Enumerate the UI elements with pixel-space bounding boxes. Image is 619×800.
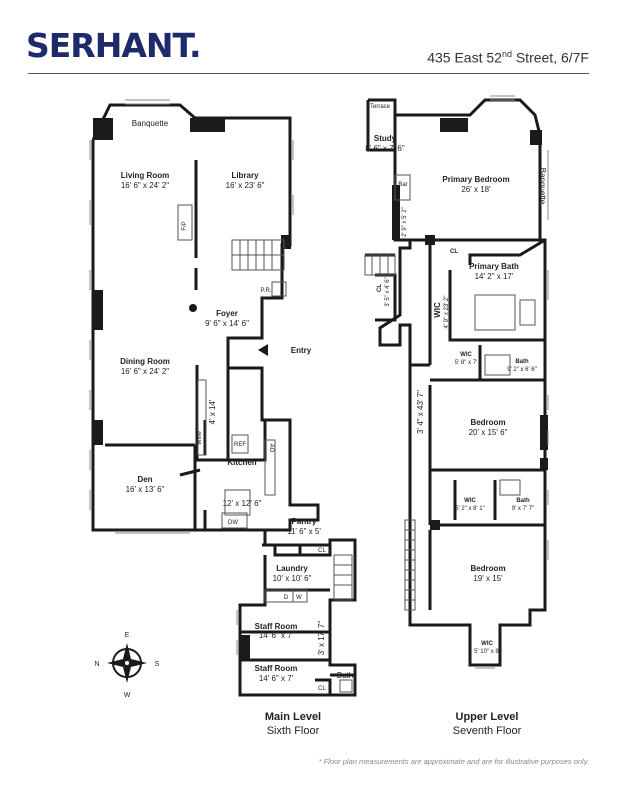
- bath-2-dims: 9' x 7' 7": [512, 506, 534, 512]
- wic-small-name: WIC: [460, 352, 472, 358]
- staff-room-1-dims: 14' 6" x 7': [259, 631, 294, 640]
- logo-text: SERHANT: [26, 26, 190, 65]
- label-staff-hall: 3' x 17' 7": [317, 621, 326, 656]
- label-fireplace: F/P: [182, 221, 188, 230]
- main-level-walls: [91, 103, 357, 697]
- den-name: Den: [137, 475, 152, 484]
- foyer-dims: 9' 6" x 14' 6": [205, 319, 249, 328]
- study-dims: 8' 6" x 7' 6": [365, 144, 405, 153]
- main-level-title: Main Level: [264, 711, 322, 723]
- main-level-windows: [89, 99, 294, 655]
- pantry-dims: 11' 6" x 5': [287, 527, 321, 536]
- primary-bedroom-name: Primary Bedroom: [442, 175, 509, 184]
- bedroom-2-name: Bedroom: [470, 564, 505, 573]
- label-hall-upper: 3' 4" x 43' 7": [416, 390, 425, 434]
- upper-level-windows: [475, 95, 549, 669]
- primary-bath-name: Primary Bath: [469, 262, 519, 271]
- label-bath-staff: Bath: [337, 671, 353, 680]
- label-ao: AO: [268, 444, 274, 453]
- primary-bath-dims: 14' 2" x 17': [475, 272, 514, 281]
- wic-2-name: WIC: [464, 498, 476, 504]
- label-wine: Wine: [197, 431, 203, 445]
- wic-3-dims: 5' 10" x 8': [474, 649, 500, 655]
- staff-room-1-name: Staff Room: [255, 622, 298, 631]
- dining-room-name: Dining Room: [120, 357, 170, 366]
- wic-large-name: WIC: [433, 302, 442, 318]
- closet-c-name: CL: [377, 284, 383, 292]
- staff-room-2-dims: 14' 6" x 7': [259, 674, 294, 683]
- wic-small-dims: 5' 8" x 7': [455, 360, 477, 366]
- foyer-name: Foyer: [216, 309, 238, 318]
- closet-c-dims: 3' 5" x 4' 6": [385, 277, 391, 307]
- label-terrace: Terrace: [370, 104, 391, 110]
- closet-a-name: CL: [395, 212, 401, 220]
- label-bar: Bar: [398, 182, 407, 188]
- label-washer: W: [296, 595, 302, 601]
- property-address: 435 East 52nd Street, 6/7F: [427, 49, 589, 66]
- den-dims: 16' x 13' 6": [126, 485, 165, 494]
- label-banquette-main: Banquette: [132, 119, 169, 128]
- header-divider: [28, 73, 589, 74]
- bedroom-2-dims: 19' x 15': [473, 574, 503, 583]
- upper-level-subtitle: Seventh Floor: [452, 725, 522, 737]
- label-dryer: D: [284, 595, 289, 601]
- kitchen-name: Kitchen: [227, 458, 256, 467]
- serhant-logo: SERHANT.: [26, 26, 202, 65]
- library-name: Library: [231, 171, 259, 180]
- library-dims: 16' x 23' 6": [226, 181, 265, 190]
- label-closet-staff: CL: [318, 686, 326, 692]
- compass-e: E: [125, 632, 130, 639]
- logo-dot: .: [189, 26, 202, 65]
- address-main: 435 East 52: [427, 49, 502, 66]
- wic-large-dims: 4' 9" x 23' 2": [444, 296, 450, 329]
- bedroom-1-name: Bedroom: [470, 418, 505, 427]
- upper-level-title: Upper Level: [455, 711, 519, 723]
- upper-level-walls: [365, 98, 547, 667]
- main-level-subtitle: Sixth Floor: [266, 725, 320, 737]
- label-entry: Entry: [291, 346, 312, 355]
- main-level-pillars: [93, 118, 291, 660]
- label-ref: REF: [234, 442, 246, 448]
- disclaimer-footnote: * Floor plan measurements are approximat…: [318, 757, 589, 766]
- study-name: Study: [374, 134, 397, 143]
- laundry-dims: 10' x 10' 6": [273, 574, 312, 583]
- wic-3-name: WIC: [481, 641, 493, 647]
- upper-level-pillars: [392, 118, 548, 530]
- kitchen-dims: 12' x 12' 6": [223, 499, 262, 508]
- address-suffix: nd: [501, 49, 512, 59]
- label-dishwasher: DW: [228, 520, 238, 526]
- laundry-name: Laundry: [276, 564, 308, 573]
- living-room-name: Living Room: [121, 171, 169, 180]
- main-level-caption: Main Level Sixth Floor: [248, 710, 338, 738]
- closet-a-dims: 2' 9" x 5' 2": [402, 207, 408, 237]
- label-powder-room: P.R.: [261, 288, 272, 294]
- label-closet-pantry: CL: [318, 548, 326, 554]
- pantry-name: Pantry: [292, 517, 317, 526]
- primary-bedroom-dims: 26' x 18': [461, 185, 491, 194]
- compass-n: N: [94, 661, 99, 668]
- closet-b-name: CL: [450, 249, 458, 255]
- wic-2-dims: 5' 2" x 8' 1": [455, 506, 485, 512]
- bath-1-dims: 9' 2" x 6' 6": [507, 367, 537, 373]
- compass-rose: [107, 643, 147, 683]
- living-room-dims: 16' 6" x 24' 2": [121, 181, 169, 190]
- compass-s: S: [155, 661, 160, 668]
- bedroom-1-dims: 20' x 15' 6": [469, 428, 508, 437]
- bath-2-name: Bath: [516, 498, 530, 504]
- address-rest: Street, 6/7F: [511, 49, 589, 66]
- dining-room-dims: 16' 6" x 24' 2": [121, 367, 169, 376]
- label-banquette-upper: Banquette: [538, 168, 547, 205]
- label-hall-main: 4' x 14': [208, 399, 217, 424]
- upper-level-caption: Upper Level Seventh Floor: [442, 710, 532, 738]
- bath-1-name: Bath: [515, 359, 529, 365]
- staff-room-2-name: Staff Room: [255, 664, 298, 673]
- main-level-details: [177, 204, 353, 693]
- compass-w: W: [124, 692, 131, 699]
- upper-level-details: [364, 174, 536, 611]
